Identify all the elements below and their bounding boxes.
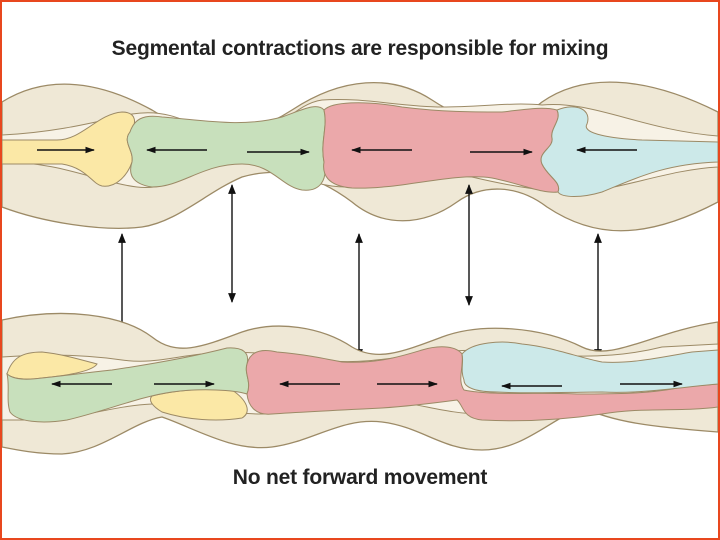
chyme-pink-bottom bbox=[245, 346, 718, 422]
intestine-top bbox=[2, 81, 718, 232]
chyme-blue-bottom bbox=[461, 341, 718, 394]
slide-title: Segmental contractions are responsible f… bbox=[111, 37, 609, 60]
chyme-pink-top bbox=[322, 102, 560, 193]
intestine-bottom bbox=[2, 312, 718, 455]
chyme-green-top bbox=[126, 106, 326, 191]
chyme-blue-top bbox=[540, 106, 718, 197]
slide-caption: No net forward movement bbox=[232, 466, 488, 489]
